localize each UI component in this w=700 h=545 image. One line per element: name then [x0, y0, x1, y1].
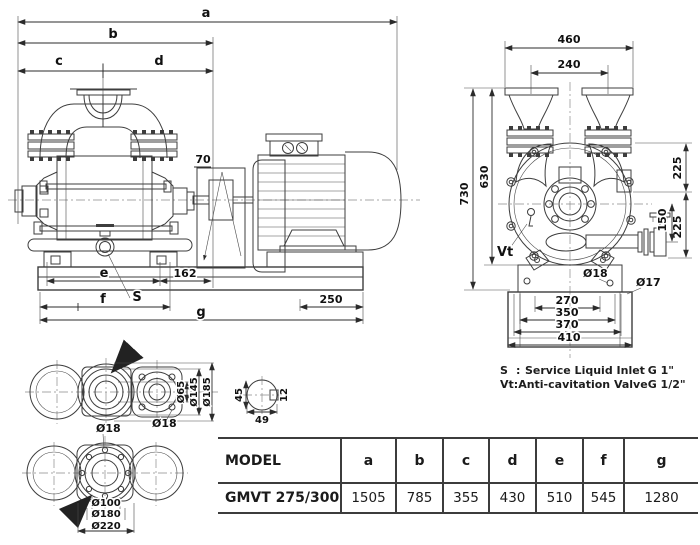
dim-45: 45 — [234, 388, 245, 402]
dim-e: e — [100, 266, 109, 281]
dim-730: 730 — [458, 182, 471, 205]
table-cell-g: 1280 — [623, 484, 698, 512]
dim-c: c — [55, 54, 63, 69]
dim-410: 410 — [558, 331, 581, 344]
dim-diameter-18-bottom: Ø18 — [96, 422, 121, 435]
dimension-table: MODEL a b c d e f g GMVT 275/300 1505 78… — [218, 437, 698, 514]
dim-diameter-220: Ø220 — [91, 520, 120, 532]
dim-diameter-18: Ø18 — [583, 267, 608, 280]
table-header-c: c — [442, 439, 488, 482]
dim-diameter-18-right: Ø18 — [152, 417, 177, 430]
table-cell-f: 545 — [582, 484, 623, 512]
dim-diameter-180: Ø180 — [91, 508, 120, 520]
dim-diameter-185: Ø185 — [201, 377, 213, 406]
table-cell-b: 785 — [395, 484, 442, 512]
view-arrow-bottom — [58, 494, 93, 529]
flange-detail-bottom: Ø18 Ø100 Ø180 Ø220 — [22, 421, 188, 534]
dim-g: g — [196, 305, 205, 320]
legend-vt-sep: : — [513, 378, 519, 391]
motor-terminal-box — [265, 133, 323, 157]
shaft-section-detail: 45 12 49 — [233, 376, 292, 428]
inlet-pipes — [504, 87, 634, 158]
table-cell-e: 510 — [535, 484, 582, 512]
dim-162: 162 — [174, 267, 197, 280]
outlet-pipe-valve — [545, 212, 671, 257]
table-header-f: f — [582, 439, 623, 482]
legend-row-vt: Vt : Anti-cavitation Valve G 1/2" — [500, 378, 686, 392]
dim-f: f — [100, 292, 106, 307]
dim-240: 240 — [558, 58, 581, 71]
dim-630: 630 — [478, 165, 491, 188]
legend-s-sep: : — [516, 364, 521, 377]
table-header-g: g — [623, 439, 698, 482]
table-header-a: a — [340, 439, 395, 482]
table-row: GMVT 275/300 1505 785 355 430 510 545 12… — [218, 484, 698, 512]
table-header-b: b — [395, 439, 442, 482]
table-cell-c: 355 — [442, 484, 488, 512]
front-view-dimensions: 460 240 730 630 225 225 150 Ø18 Ø17 — [457, 33, 692, 348]
legend-vt-desc: Anti-cavitation Valve — [518, 378, 648, 391]
legend-vt-size: G 1/2" — [647, 378, 686, 391]
front-view: 460 240 730 630 225 225 150 Ø18 Ø17 — [457, 33, 692, 358]
dim-diameter-65: Ø65 — [175, 381, 187, 403]
legend-s-size: G 1" — [647, 364, 674, 377]
pump-casing-front — [506, 142, 671, 271]
label-vt: Vt — [497, 245, 513, 260]
side-view: a b c d 70 e 162 f S 250 — [8, 6, 420, 324]
baseplate — [37, 266, 364, 291]
dim-b: b — [108, 27, 117, 42]
table-header-row: MODEL a b c d e f g — [218, 439, 698, 484]
dim-a: a — [202, 6, 211, 21]
table-header-d: d — [488, 439, 535, 482]
motor — [252, 133, 402, 273]
view-arrow-top — [110, 339, 144, 374]
dim-diameter-145: Ø145 — [188, 377, 200, 406]
dim-225-top: 225 — [671, 157, 684, 180]
dim-diameter-100: Ø100 — [91, 497, 120, 509]
dim-12: 12 — [279, 388, 290, 402]
pump-body-side — [14, 88, 195, 268]
dim-370: 370 — [556, 318, 579, 331]
dim-225-bottom: 225 — [671, 216, 684, 239]
anti-cavitation-fitting — [527, 208, 535, 227]
dim-70: 70 — [195, 153, 211, 166]
coupling-guard — [192, 167, 254, 269]
legend: S : Service Liquid Inlet G 1" Vt : Anti-… — [500, 364, 686, 392]
legend-vt-key: Vt — [500, 378, 514, 391]
table-cell-a: 1505 — [340, 484, 395, 512]
service-liquid-valve — [95, 224, 115, 257]
legend-s-key: S — [500, 364, 508, 377]
table-header-model: MODEL — [225, 452, 281, 469]
legend-s-desc: Service Liquid Inlet — [525, 364, 645, 377]
dim-270: 270 — [556, 294, 579, 307]
dim-150: 150 — [656, 208, 669, 231]
dim-250: 250 — [320, 293, 343, 306]
legend-row-s: S : Service Liquid Inlet G 1" — [500, 364, 674, 378]
side-view-dimensions: a b c d 70 e 162 f S 250 — [17, 6, 398, 324]
table-header-e: e — [535, 439, 582, 482]
flange-detail-top: Ø65 Ø145 Ø185 Ø18 — [25, 339, 218, 432]
dim-49: 49 — [255, 415, 269, 426]
dim-d: d — [154, 54, 163, 69]
dim-460: 460 — [558, 33, 581, 46]
dim-350: 350 — [556, 306, 579, 319]
label-s: S — [132, 290, 141, 305]
dim-diameter-17: Ø17 — [636, 276, 661, 289]
table-cell-d: 430 — [488, 484, 535, 512]
table-cell-model: GMVT 275/300 — [225, 490, 340, 506]
